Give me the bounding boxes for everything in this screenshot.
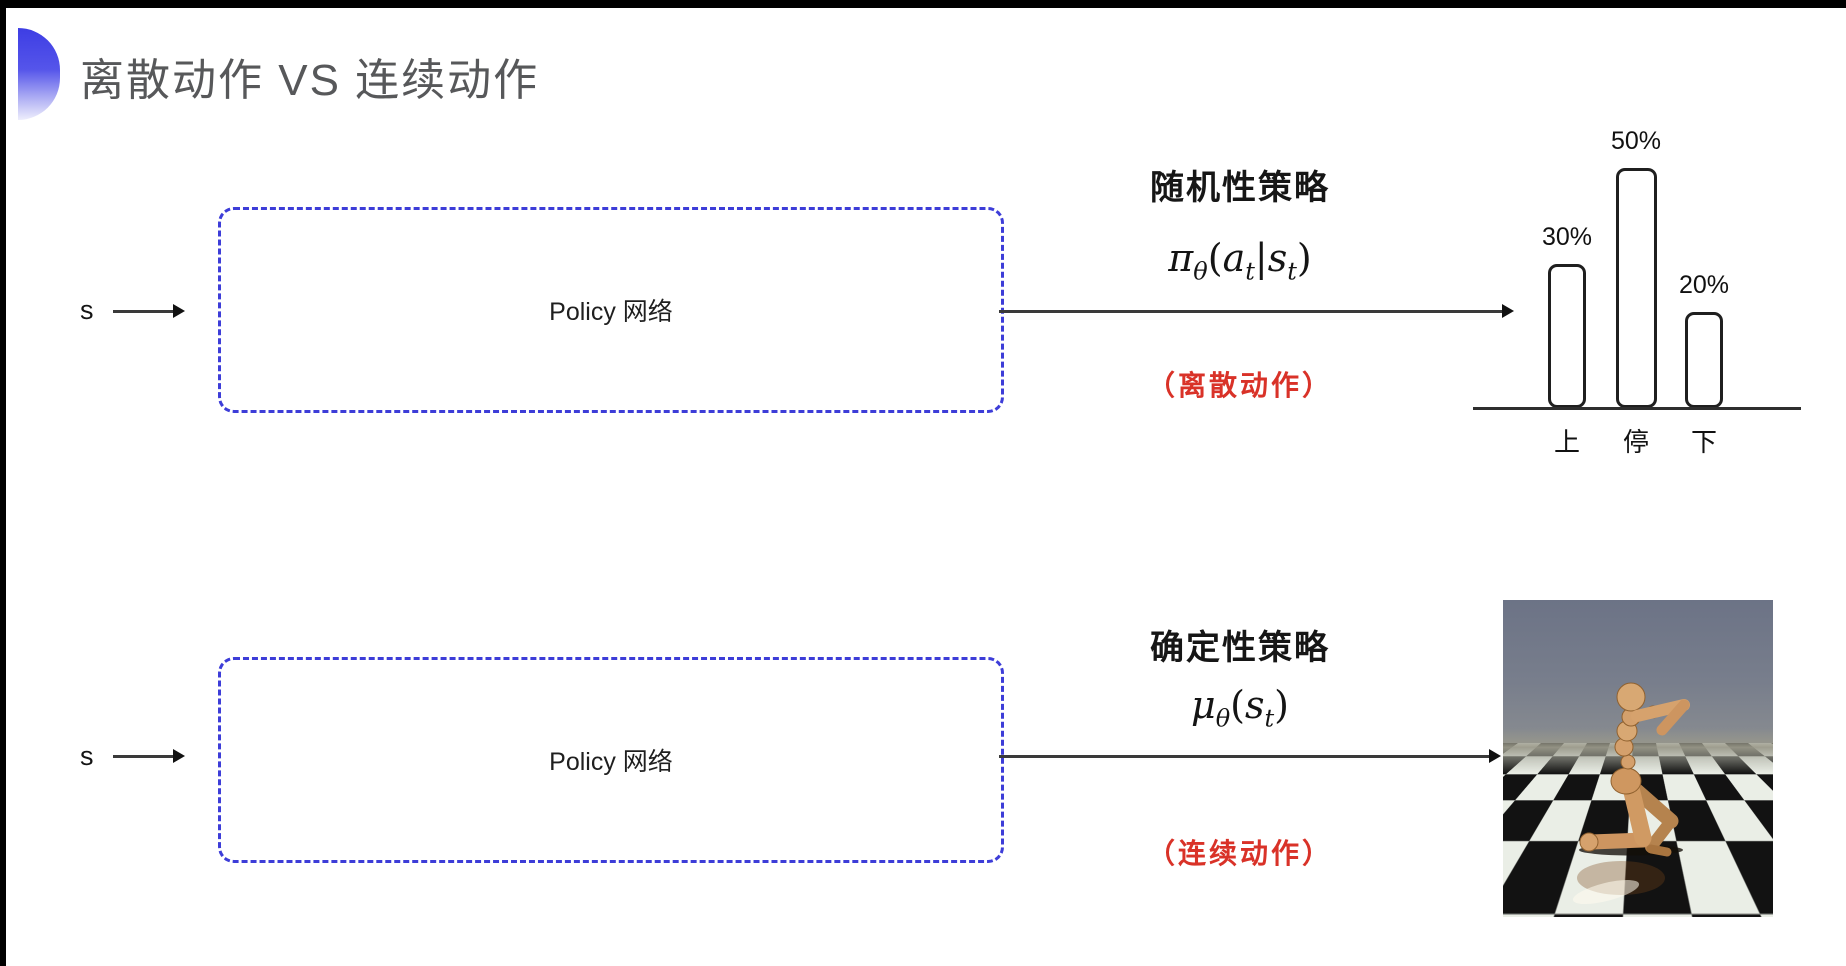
value-label: 50% xyxy=(1611,127,1661,156)
deterministic-policy-formula: μθ(st) xyxy=(1060,683,1420,733)
category-label-up: 上 xyxy=(1532,422,1602,459)
chart-column-up: 30% xyxy=(1532,223,1602,408)
value-label: 20% xyxy=(1679,271,1729,300)
bar-stop xyxy=(1616,168,1657,408)
category-label-down: 下 xyxy=(1669,422,1739,459)
stochastic-policy-heading: 随机性策略 xyxy=(1060,160,1420,209)
deterministic-policy-heading: 确定性策略 xyxy=(1060,620,1420,669)
page-title: 离散动作 VS 连续动作 xyxy=(80,44,539,108)
window-frame-top xyxy=(0,0,1846,8)
formula-theta-sub: θ xyxy=(1193,258,1207,286)
humanoid-robot xyxy=(1503,600,1773,917)
formula-pipe: | xyxy=(1255,236,1268,280)
formula-open-paren: ( xyxy=(1230,683,1245,727)
formula-mu: μ xyxy=(1191,683,1216,727)
window-frame-left xyxy=(0,0,6,966)
bottom-input-arrow xyxy=(113,755,175,758)
title-accent-shape xyxy=(18,28,60,120)
top-policy-box-label: Policy 网络 xyxy=(549,292,673,328)
formula-state-sub: t xyxy=(1265,705,1275,733)
top-input-state-label: s xyxy=(80,295,94,326)
value-label: 30% xyxy=(1542,223,1592,252)
top-policy-network-box: Policy 网络 xyxy=(218,207,1004,413)
formula-close-paren: ) xyxy=(1297,236,1312,280)
formula-close-paren: ) xyxy=(1274,683,1289,727)
top-input-arrow xyxy=(113,310,175,313)
formula-state-var: s xyxy=(1245,683,1265,727)
formula-action-var: a xyxy=(1223,236,1246,280)
top-output-arrow xyxy=(999,310,1504,313)
bottom-policy-network-box: Policy 网络 xyxy=(218,657,1004,863)
bottom-output-arrow xyxy=(999,755,1491,758)
stochastic-policy-formula: πθ(at|st) xyxy=(1060,236,1420,286)
formula-theta-sub: θ xyxy=(1216,705,1230,733)
chart-column-down: 20% xyxy=(1669,271,1739,408)
bottom-input-state-label: s xyxy=(80,741,94,772)
formula-action-sub: t xyxy=(1245,258,1255,286)
bar-up xyxy=(1548,264,1586,408)
chart-baseline xyxy=(1473,407,1801,410)
formula-open-paren: ( xyxy=(1208,236,1223,280)
humanoid-simulation-image xyxy=(1503,600,1773,917)
formula-pi: π xyxy=(1168,236,1193,280)
bottom-policy-box-label: Policy 网络 xyxy=(549,742,673,778)
discrete-action-note: （离散动作） xyxy=(1060,364,1420,404)
chart-column-stop: 50% xyxy=(1601,127,1671,408)
category-label-stop: 停 xyxy=(1601,422,1671,459)
continuous-action-note: （连续动作） xyxy=(1060,832,1420,872)
bar-down xyxy=(1685,312,1723,408)
formula-state-var: s xyxy=(1268,236,1288,280)
formula-state-sub: t xyxy=(1287,258,1297,286)
